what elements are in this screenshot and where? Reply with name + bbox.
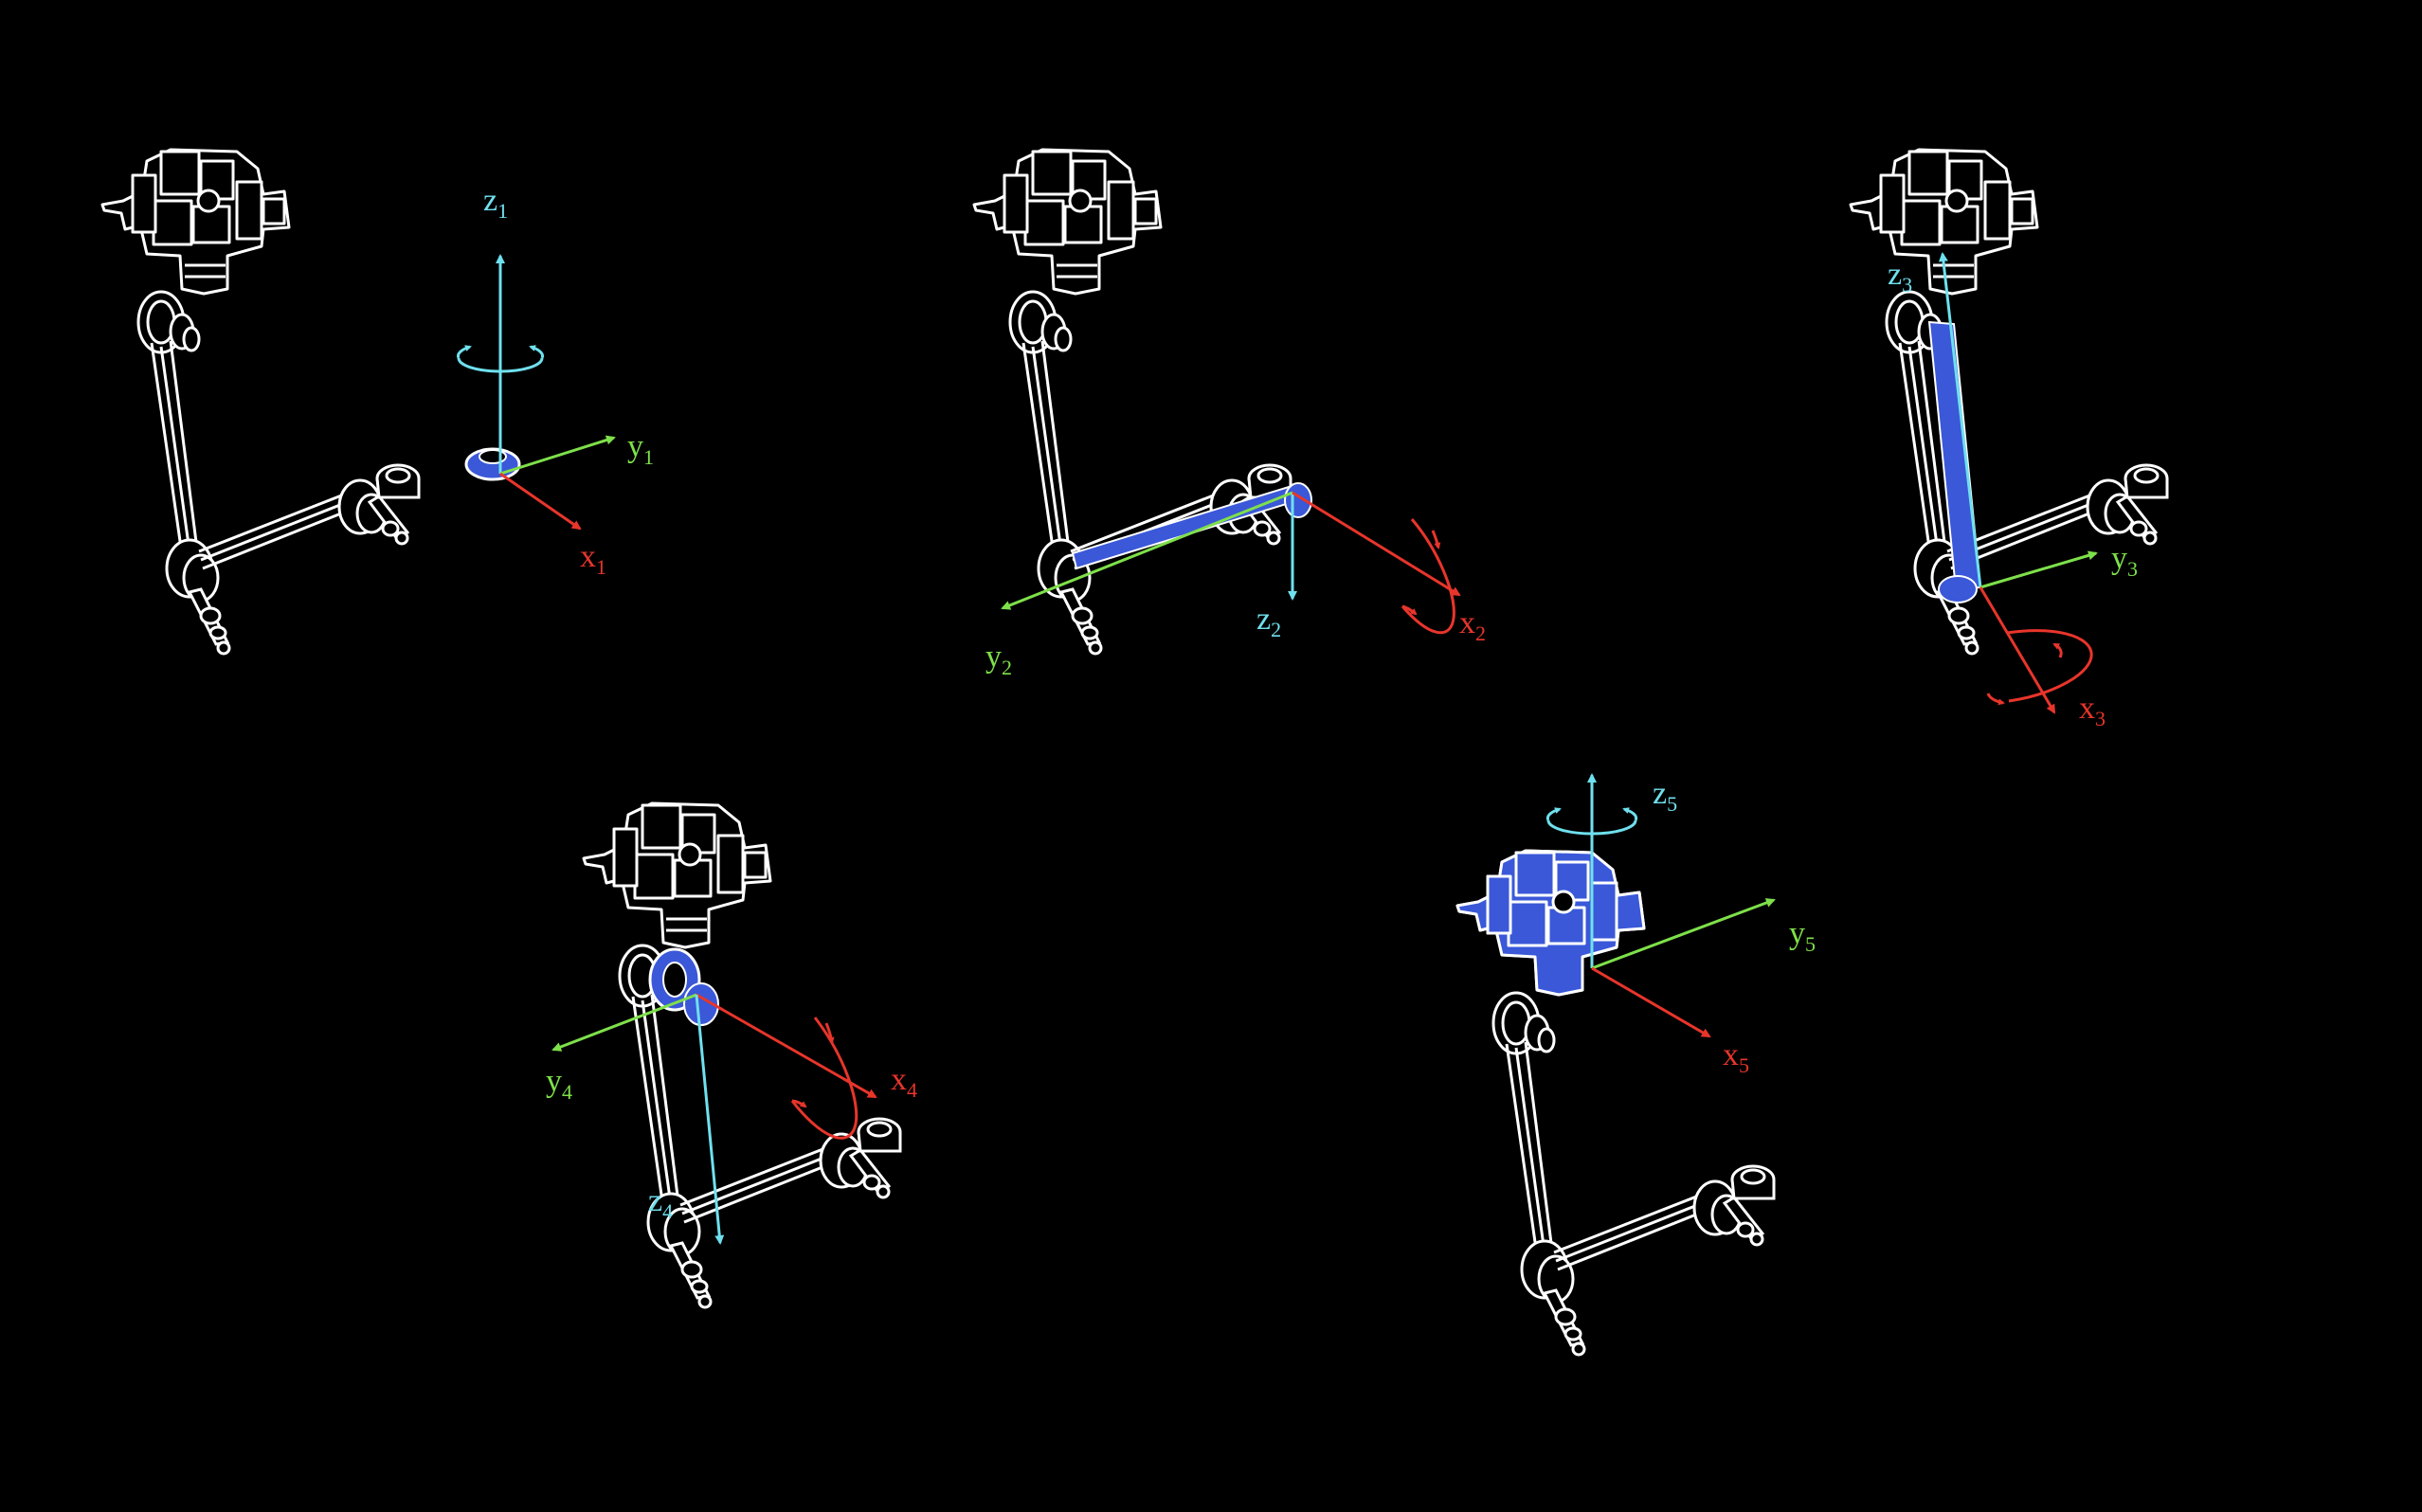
highlight-shoulder-joint (648, 947, 719, 1026)
robot-figure-2: y2 z2 x2 (972, 148, 1486, 679)
z-axis-label-5: z5 (1653, 776, 1677, 816)
z-axis-label-4: z4 (648, 1183, 673, 1223)
z-axis-label-2: z2 (1256, 602, 1281, 641)
x-axis-label-4: x4 (891, 1062, 917, 1102)
robot-figure-5: z5 y5 x5 (1455, 773, 1816, 1357)
axes-frame-3 (1938, 252, 2098, 714)
z-axis-label-3: z3 (1888, 257, 1912, 297)
robot-figure-3: z3 y3 x3 (1849, 148, 2169, 730)
y-axis-label-2: y2 (985, 639, 1012, 679)
axes-frame-5 (1545, 773, 1776, 1038)
x-axis-label-3: x3 (2079, 691, 2106, 730)
y-axis-label-3: y3 (2111, 541, 2138, 581)
axes-frame-4 (551, 993, 877, 1245)
robot-figure-4: y4 x4 z4 (546, 801, 917, 1309)
highlight-head-unit (1455, 849, 1646, 997)
robot-figure-1: z1 y1 x1 (100, 148, 654, 656)
y-axis-label-1: y1 (627, 429, 654, 469)
z-axis-label-1: z1 (483, 183, 508, 223)
axes-frame-2 (1001, 491, 1461, 635)
highlight-base-joint (464, 447, 521, 481)
y-axis-label-5: y5 (1789, 916, 1816, 956)
x-axis-label-5: x5 (1723, 1037, 1749, 1077)
axes-frame-1 (456, 254, 616, 531)
x-axis-label-2: x2 (1459, 605, 1486, 645)
y-axis-label-4: y4 (546, 1064, 572, 1104)
x-axis-label-1: x1 (580, 539, 606, 579)
